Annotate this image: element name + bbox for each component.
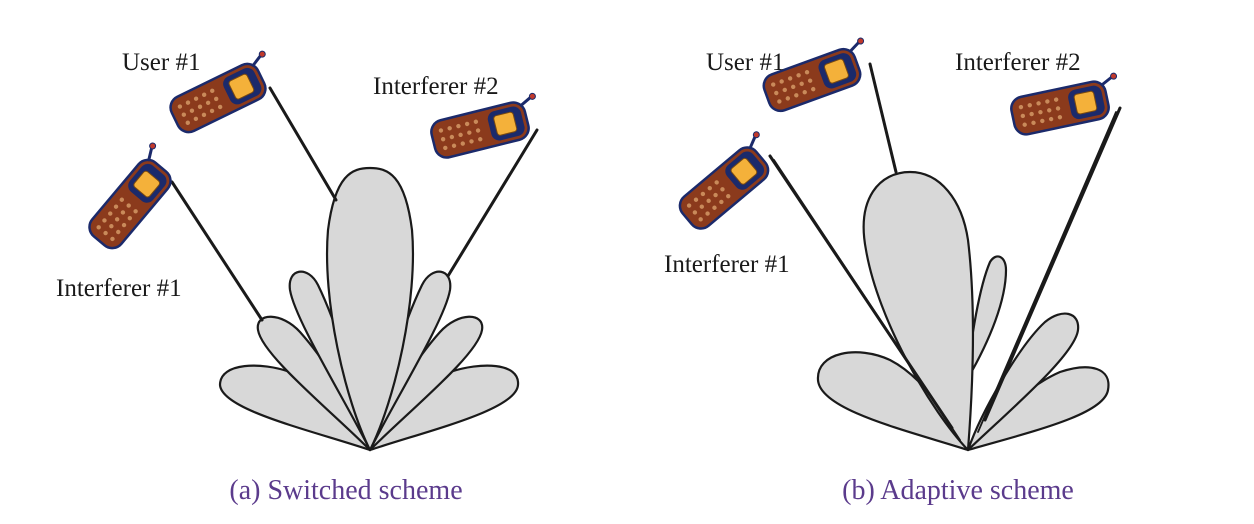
link-interferer1-switched xyxy=(170,180,264,322)
mobile-phone-icon xyxy=(670,129,786,235)
mobile-phone-icon xyxy=(80,140,186,255)
label-interferer2: Interferer #2 xyxy=(955,49,1081,76)
label-interferer1: Interferer #1 xyxy=(56,275,182,302)
lobe-right-high xyxy=(966,255,1008,380)
label-user1: User #1 xyxy=(122,49,200,76)
label-user1: User #1 xyxy=(706,49,784,76)
mobile-phone-icon xyxy=(1006,71,1127,139)
label-interferer1: Interferer #1 xyxy=(664,251,790,278)
caption-adaptive: (b) Adaptive scheme xyxy=(842,475,1074,506)
link-user1-adaptive xyxy=(868,62,898,174)
caption-switched: (a) Switched scheme xyxy=(229,475,462,506)
link-user1-switched xyxy=(268,86,338,202)
lobe-main xyxy=(862,170,974,452)
link-interferer1-adaptive-edge xyxy=(773,159,961,441)
link-interferer2-adaptive-edge xyxy=(977,111,1117,433)
label-interferer2: Interferer #2 xyxy=(373,73,499,100)
radiation-pattern-switched xyxy=(218,166,520,452)
link-interferer2-switched xyxy=(446,128,539,278)
panel-switched: User #1 Interferer #2 Interferer #1 (a) … xyxy=(56,48,547,506)
link-interferer2-adaptive xyxy=(983,106,1122,422)
lobe-main xyxy=(325,166,415,452)
radiation-pattern-adaptive xyxy=(816,170,1110,452)
panel-adaptive: User #1 Interferer #2 Interferer #1 (b) … xyxy=(664,35,1127,506)
mobile-phone-icon xyxy=(426,91,547,162)
